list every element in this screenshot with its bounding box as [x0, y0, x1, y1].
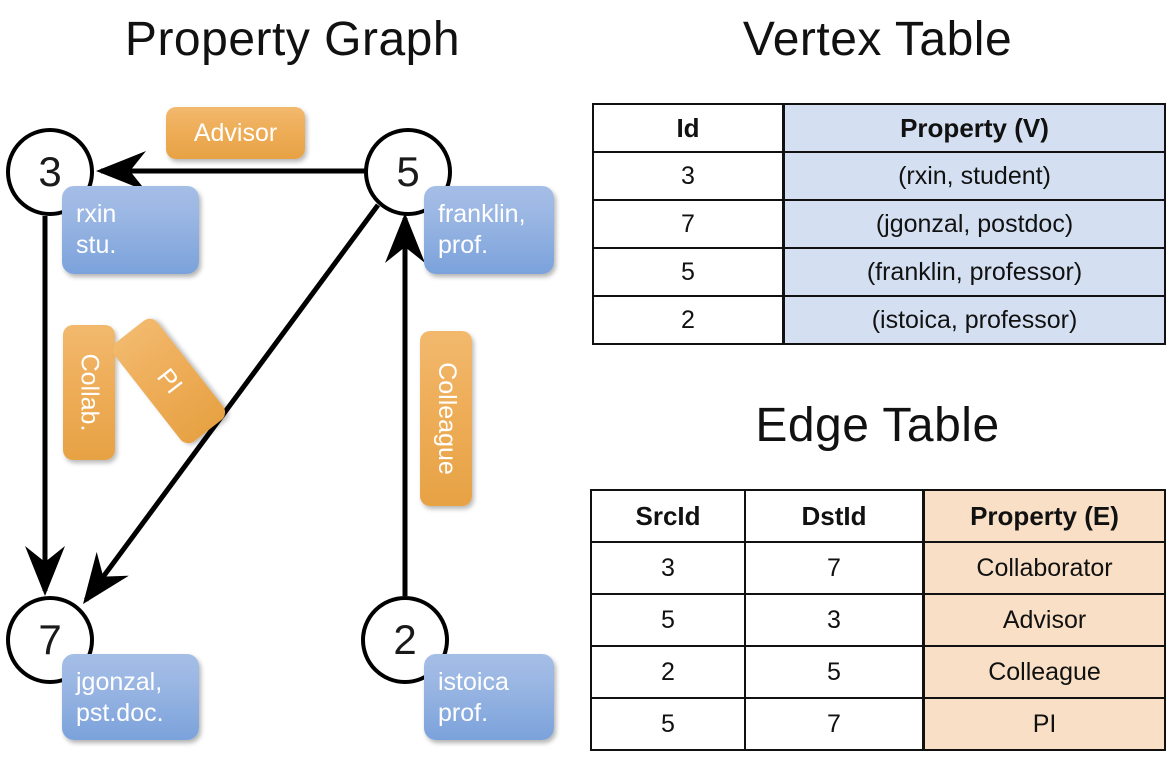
table-header-row: Id Property (V) [592, 103, 1166, 153]
table-row: 5 3 Advisor [590, 593, 1166, 647]
column-header-property: Property (V) [782, 103, 1166, 153]
table-row: 5 (franklin, professor) [592, 247, 1166, 297]
node-property-line: prof. [438, 231, 489, 259]
vertex-table: Id Property (V) 3 (rxin, student) 7 (jgo… [592, 103, 1166, 345]
edge-table: SrcId DstId Property (E) 3 7 Collaborato… [590, 489, 1166, 751]
node-property-line: istoica [438, 668, 509, 696]
cell-dstid: 7 [744, 541, 925, 595]
cell-id: 2 [592, 295, 785, 345]
edge-label-text: Collab. [75, 353, 104, 432]
edge-label-collab: Collab. [63, 325, 115, 460]
edge-label-advisor: Advisor [166, 107, 305, 159]
column-header-srcid: SrcId [590, 489, 746, 543]
edge-label-colleague: Colleague [420, 331, 472, 506]
graph-node-2[interactable]: 2 [361, 596, 449, 684]
node-property-line: pst.doc. [76, 699, 164, 727]
page-title-property-graph: Property Graph [124, 13, 461, 66]
node-property-line: jgonzal, [76, 668, 163, 696]
node-property-line: rxin [76, 200, 117, 228]
table-row: 2 5 Colleague [590, 645, 1166, 699]
cell-srcid: 5 [590, 697, 746, 751]
property-graph-diagram: 3 5 7 2 rxin stu. franklin, prof. jgonza… [6, 107, 554, 740]
cell-id: 3 [592, 151, 785, 201]
cell-dstid: 3 [744, 593, 925, 647]
node-property-line: franklin, [438, 200, 526, 228]
edge-label-text: Advisor [193, 118, 278, 147]
table-header-row: SrcId DstId Property (E) [590, 489, 1166, 543]
table-row: 2 (istoica, professor) [592, 295, 1166, 345]
table-row: 3 7 Collaborator [590, 541, 1166, 595]
node-property-box-3: rxin stu. [62, 186, 199, 274]
node-property-line: prof. [438, 699, 489, 727]
table-row: 3 (rxin, student) [592, 151, 1166, 201]
cell-srcid: 5 [590, 593, 746, 647]
cell-property: (rxin, student) [782, 151, 1166, 201]
cell-id: 5 [592, 247, 785, 297]
cell-id: 7 [592, 199, 785, 249]
node-property-box-5: franklin, prof. [424, 186, 554, 274]
column-header-property: Property (E) [922, 489, 1166, 543]
edge-line-5-to-7 [83, 203, 381, 605]
column-header-id: Id [592, 103, 785, 153]
cell-srcid: 2 [590, 645, 746, 699]
cell-dstid: 5 [744, 645, 925, 699]
cell-property: Collaborator [922, 541, 1166, 595]
cell-property: (franklin, professor) [782, 247, 1166, 297]
node-property-line: stu. [76, 231, 117, 259]
graph-edge-lines [25, 151, 425, 605]
node-property-box-2: istoica prof. [424, 654, 554, 740]
page-title-vertex-table: Vertex Table [742, 13, 1013, 66]
table-row: 7 (jgonzal, postdoc) [592, 199, 1166, 249]
cell-property: PI [922, 697, 1166, 751]
cell-property: Colleague [922, 645, 1166, 699]
column-header-dstid: DstId [744, 489, 925, 543]
table-row: 5 7 PI [590, 697, 1166, 751]
cell-property: Advisor [922, 593, 1166, 647]
cell-dstid: 7 [744, 697, 925, 751]
cell-property: (jgonzal, postdoc) [782, 199, 1166, 249]
node-property-box-7: jgonzal, pst.doc. [62, 654, 199, 740]
graph-node-5[interactable]: 5 [364, 128, 452, 216]
cell-srcid: 3 [590, 541, 746, 595]
edge-label-text: PI [151, 362, 188, 399]
page-title-edge-table: Edge Table [755, 399, 1000, 452]
cell-property: (istoica, professor) [782, 295, 1166, 345]
edge-label-text: Colleague [432, 362, 461, 475]
